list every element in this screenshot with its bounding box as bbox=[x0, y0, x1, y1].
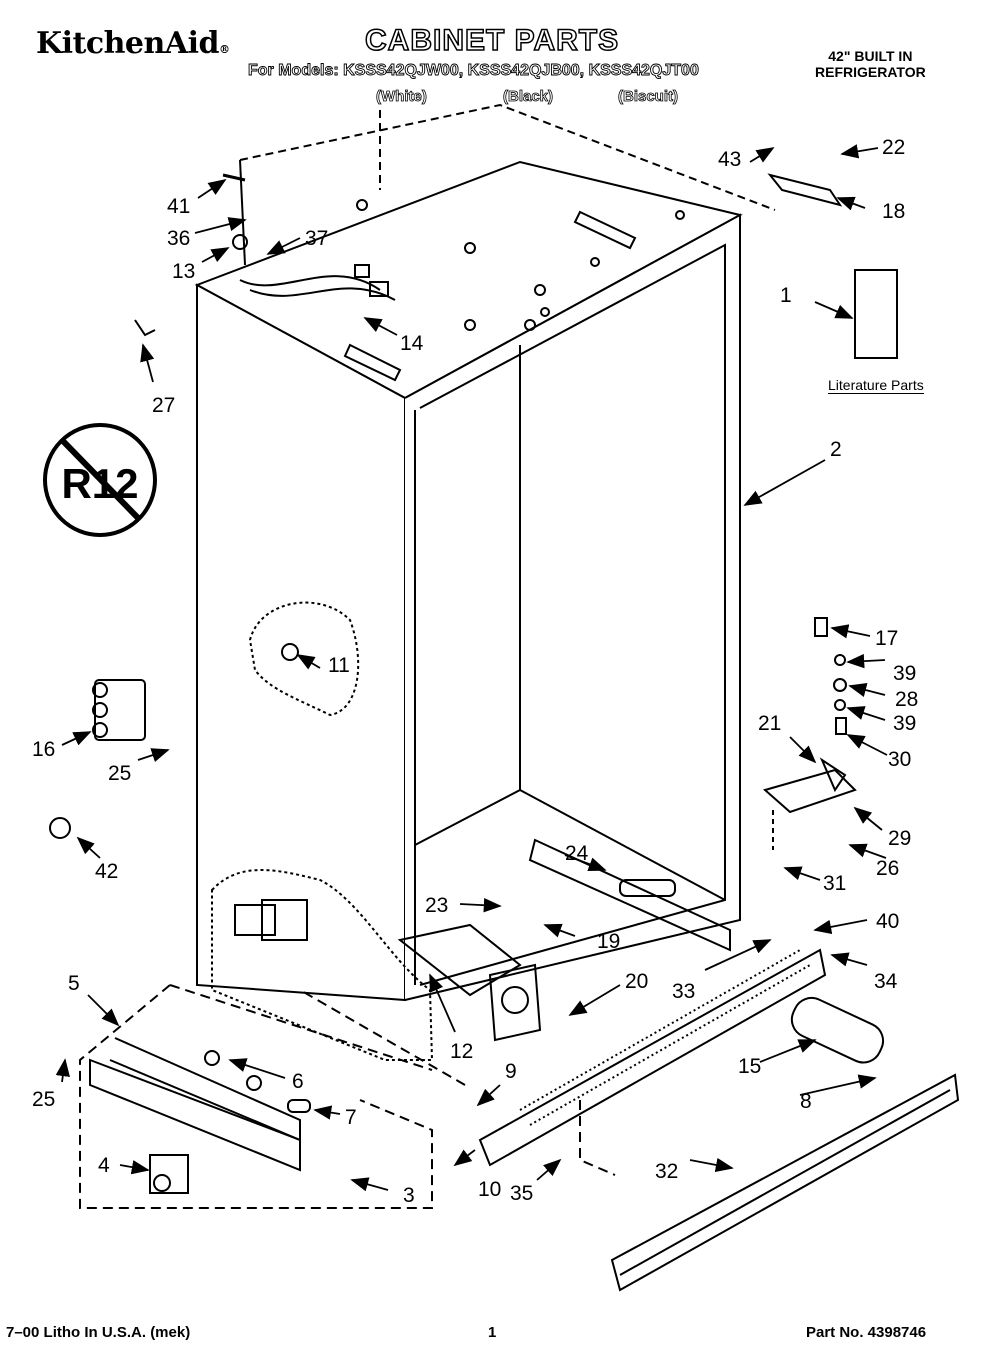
callout-39a: 39 bbox=[893, 662, 916, 685]
callout-24: 24 bbox=[565, 842, 589, 865]
callout-1: 1 bbox=[780, 284, 792, 307]
brand-logo: KitchenAid® bbox=[36, 26, 230, 61]
callout-8: 8 bbox=[800, 1090, 812, 1113]
variant-white: (White) bbox=[376, 88, 428, 106]
callout-23: 23 bbox=[425, 894, 448, 917]
callout-35: 35 bbox=[510, 1182, 533, 1205]
page-title: CABINET PARTS bbox=[364, 23, 620, 58]
callout-34: 34 bbox=[874, 970, 898, 993]
callout-18: 18 bbox=[882, 200, 905, 223]
base-grille-assembly bbox=[79, 838, 960, 1292]
callout-43: 43 bbox=[718, 148, 741, 171]
leader-arrows bbox=[55, 144, 888, 1192]
callout-19: 19 bbox=[597, 930, 620, 953]
callout-21: 21 bbox=[758, 712, 781, 735]
callout-7: 7 bbox=[345, 1106, 357, 1129]
callout-26: 26 bbox=[876, 857, 899, 880]
callout-5: 5 bbox=[68, 972, 80, 995]
callout-29: 29 bbox=[888, 827, 911, 850]
callout-32: 32 bbox=[655, 1160, 678, 1183]
callout-6: 6 bbox=[292, 1070, 304, 1093]
callout-42: 42 bbox=[95, 860, 118, 883]
cabinet-shell bbox=[194, 103, 776, 1061]
callout-41: 41 bbox=[167, 195, 190, 218]
callout-16: 16 bbox=[32, 738, 55, 761]
callout-3: 3 bbox=[403, 1184, 415, 1207]
callout-37: 37 bbox=[305, 227, 328, 250]
callout-40: 40 bbox=[876, 910, 899, 933]
variant-black: (Black) bbox=[503, 88, 554, 106]
callout-15: 15 bbox=[738, 1055, 761, 1078]
callout-11: 11 bbox=[328, 654, 350, 677]
callout-10: 10 bbox=[478, 1178, 501, 1201]
callout-28: 28 bbox=[895, 688, 918, 711]
callout-25b: 25 bbox=[32, 1088, 55, 1111]
callout-20: 20 bbox=[625, 970, 648, 993]
callout-30: 30 bbox=[888, 748, 911, 771]
product-type: 42" BUILT IN REFRIGERATOR bbox=[815, 48, 926, 80]
callout-4: 4 bbox=[98, 1154, 110, 1177]
svg-text:R12: R12 bbox=[61, 460, 138, 507]
callout-13: 13 bbox=[172, 260, 195, 283]
product-type-line-2: REFRIGERATOR bbox=[815, 64, 926, 80]
litho-info: 7–00 Litho In U.S.A. (mek) bbox=[6, 1324, 191, 1341]
callout-33: 33 bbox=[672, 980, 695, 1003]
page-number: 1 bbox=[488, 1324, 497, 1341]
callout-12: 12 bbox=[450, 1040, 473, 1063]
callout-27: 27 bbox=[152, 394, 175, 417]
callout-numbers: 1 2 3 4 5 6 7 8 9 10 11 12 13 14 15 16 1… bbox=[32, 136, 918, 1207]
variant-biscuit: (Biscuit) bbox=[618, 88, 679, 106]
callout-14: 14 bbox=[400, 332, 424, 355]
callout-17: 17 bbox=[875, 627, 898, 650]
product-type-line-1: 42" BUILT IN bbox=[828, 48, 913, 64]
callout-25a: 25 bbox=[108, 762, 131, 785]
part-number: Part No. 4398746 bbox=[806, 1324, 927, 1341]
callout-2: 2 bbox=[830, 438, 842, 461]
callout-9: 9 bbox=[505, 1060, 517, 1083]
callout-31: 31 bbox=[823, 872, 846, 895]
r12-symbol: R12 bbox=[43, 423, 157, 537]
hinge-hardware bbox=[49, 173, 857, 850]
models-line: For Models: KSSS42QJW00, KSSS42QJB00, KS… bbox=[248, 62, 700, 80]
callout-22: 22 bbox=[882, 136, 905, 159]
callout-36: 36 bbox=[167, 227, 190, 250]
callout-39b: 39 bbox=[893, 712, 916, 735]
literature-parts-label: Literature Parts bbox=[828, 377, 924, 394]
literature-booklet bbox=[854, 269, 898, 359]
